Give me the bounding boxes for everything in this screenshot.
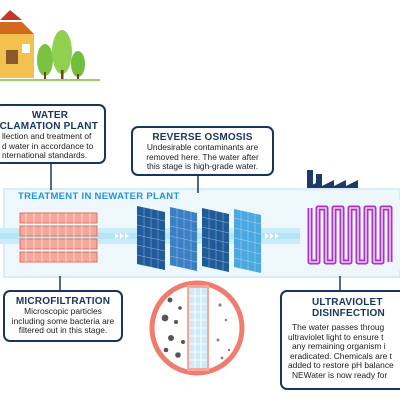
ro-body-line2: removed here. The water after [146,151,259,162]
uv-body-line5: added to restore pH balance [288,360,394,371]
reverse-osmosis-callout: REVERSE OSMOSIS Undesirable contaminants… [131,126,274,176]
uv-body-line2: ultraviolet light to ensure t [288,331,384,342]
microfiltration-callout: MICROFILTRATION Microscopic particles in… [3,290,123,342]
uv-chamber [300,200,400,270]
plant-callout: WATER CLAMATION PLANT llection and treat… [0,104,106,164]
microfilter-cartridges [19,212,98,263]
plant-body-line3: nternational standards. [2,150,88,161]
uv-title-line2: DISINFECTION [312,308,385,319]
plant-title-line1: WATER [31,110,69,121]
uv-body-line3: any remaining organism i [292,341,386,352]
plant-body-line2: d water in accordance to [2,140,94,151]
uv-callout: ULTRAVIOLET DISINFECTION The water passe… [280,290,400,390]
ro-membranes [136,206,262,273]
uv-body-line1: The water passes throug [292,322,385,332]
ro-body-line3: this stage is high-grade water. [146,161,259,172]
pipeline-label: TREATMENT IN NEWATER PLANT [18,191,180,202]
mf-body-line3: filtered out in this stage. [18,325,108,336]
uv-body-line6: NEWater is now ready for [292,369,388,380]
plant-title-line2: CLAMATION PLANT [0,121,98,132]
tree-icon [37,30,85,80]
plant-body-line1: llection and treatment of [2,131,92,141]
house-icon [0,10,34,78]
mf-body-line1: Microscopic particles [24,306,102,316]
uv-title-line1: ULTRAVIOLET [312,297,383,308]
ro-body-line1: Undesirable contaminants are [146,142,259,152]
uv-body-line4: eradicated. Chemicals are t [290,350,392,361]
microscope-circle-icon [149,280,245,376]
mf-body-line2: including some bacteria are [11,315,115,326]
mf-title: MICROFILTRATION [15,296,111,307]
ro-title: REVERSE OSMOSIS [152,132,253,143]
arrow-icon [115,233,279,239]
